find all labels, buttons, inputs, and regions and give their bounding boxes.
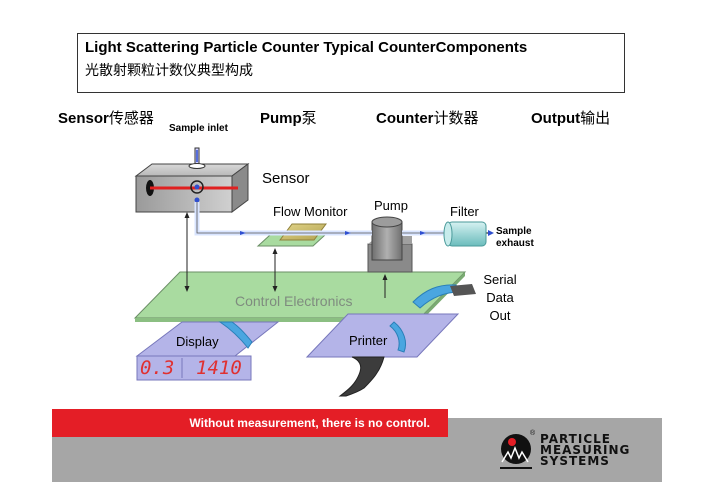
label-sample-exhaust-line2: exhaust xyxy=(496,238,534,249)
pump-body xyxy=(367,216,413,273)
title-english: Light Scattering Particle Counter Typica… xyxy=(85,39,528,56)
brand-line-3: SYSTEMS xyxy=(540,454,610,468)
sensor-box xyxy=(134,147,250,213)
label-sensor: Sensor xyxy=(262,170,310,187)
pms-logo-icon xyxy=(500,434,532,469)
header-counter-en: Counter xyxy=(376,110,434,127)
header-pump: Pump泵 xyxy=(260,107,317,128)
label-display: Display xyxy=(176,334,219,349)
label-serial-line1: Serial xyxy=(483,272,517,287)
flow-arrow xyxy=(240,231,246,235)
label-sample-exhaust: Sample exhaust xyxy=(496,226,534,250)
display-panel xyxy=(135,321,280,381)
serial-cable xyxy=(412,284,476,309)
exhaust-arrow xyxy=(488,230,494,236)
label-serial-data-out: Serial Data Out xyxy=(481,271,519,325)
header-sensor-zh: 传感器 xyxy=(108,109,154,127)
footer-tagline: Without measurement, there is no control… xyxy=(189,416,430,430)
header-output-en: Output xyxy=(531,110,581,127)
brand-logo: PARTICLE MEASURING SYSTEMS ® xyxy=(498,430,648,472)
header-counter-zh: 计数器 xyxy=(433,109,479,127)
label-serial-line3: Out xyxy=(489,308,511,323)
header-sensor-en: Sensor xyxy=(58,110,109,127)
label-pump: Pump xyxy=(374,198,408,213)
flow-tubes xyxy=(194,202,494,236)
footer-tagline-bar: Without measurement, there is no control… xyxy=(52,409,448,437)
label-flow-monitor: Flow Monitor xyxy=(273,204,348,219)
printer-panel xyxy=(305,313,460,397)
signal-arrows xyxy=(184,212,388,298)
brand-name: PARTICLE MEASURING SYSTEMS xyxy=(540,432,631,468)
header-pump-en: Pump xyxy=(260,110,302,127)
label-printer: Printer xyxy=(349,333,388,348)
label-control-electronics: Control Electronics xyxy=(235,293,353,309)
brand-line-1: PARTICLE xyxy=(540,432,611,446)
header-pump-zh: 泵 xyxy=(301,109,317,127)
filter-canister xyxy=(443,221,487,247)
label-serial-line2: Data xyxy=(486,290,514,305)
title-box: Light Scattering Particle Counter Typica… xyxy=(77,33,625,93)
header-output-zh: 输出 xyxy=(580,109,611,127)
brand-line-2: MEASURING xyxy=(540,443,631,457)
label-sample-exhaust-line1: Sample xyxy=(496,226,532,237)
label-filter: Filter xyxy=(450,204,479,219)
label-sample-inlet: Sample inlet xyxy=(169,123,228,134)
title-chinese: 光散射颗粒计数仪典型构成 xyxy=(85,63,253,79)
flow-arrow xyxy=(345,231,351,235)
display-readout-count: 1410 xyxy=(196,357,242,379)
registered-mark: ® xyxy=(530,430,536,437)
flow-arrow xyxy=(420,231,426,235)
header-counter: Counter计数器 xyxy=(376,107,479,128)
display-readout-size: 0.3 xyxy=(140,357,175,379)
header-sensor: Sensor传感器 xyxy=(58,107,154,128)
header-output: Output输出 xyxy=(531,107,610,128)
